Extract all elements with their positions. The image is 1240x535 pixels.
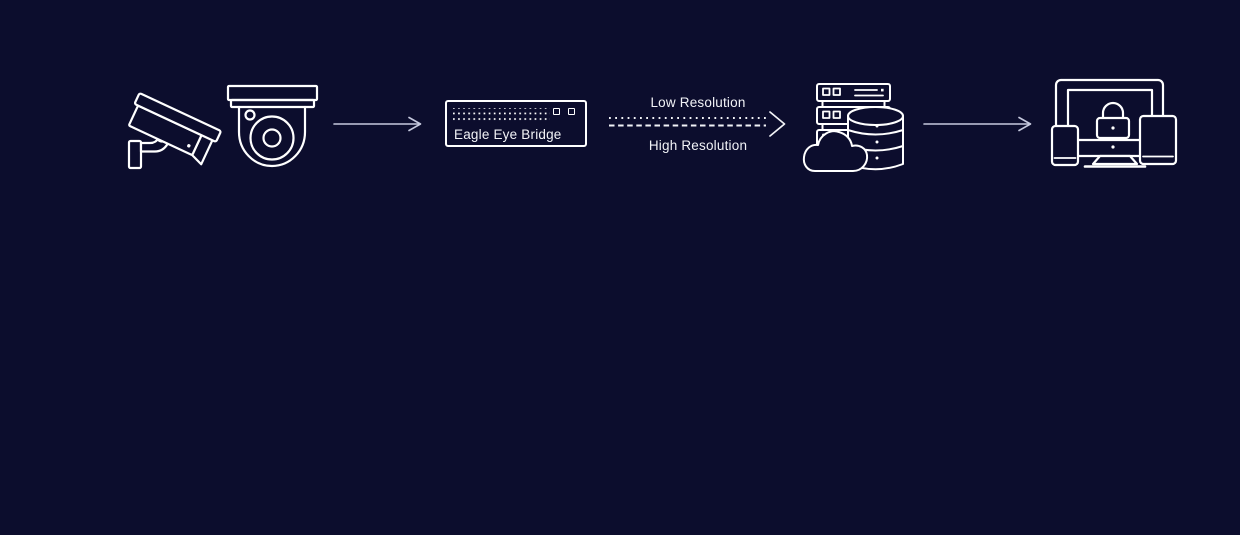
dotted-dashed-arrow — [609, 111, 786, 137]
padlock-icon — [1095, 101, 1131, 140]
monitor-lock-icon — [1054, 78, 1165, 168]
arrow-cameras-to-bridge — [333, 116, 422, 132]
cloud-icon — [802, 130, 869, 172]
client-devices-icon — [1050, 78, 1178, 168]
bridge-port-icon — [553, 108, 560, 115]
bridge-label: Eagle Eye Bridge — [454, 127, 562, 142]
high-resolution-label: High Resolution — [648, 138, 748, 153]
phone-icon — [1050, 124, 1080, 167]
dome-camera-icon — [226, 84, 319, 168]
tablet-icon — [1138, 114, 1178, 166]
low-resolution-label: Low Resolution — [650, 95, 746, 110]
bullet-camera-icon — [127, 92, 222, 170]
cloud-storage-icon — [802, 83, 904, 172]
bridge-port-icon — [568, 108, 575, 115]
eagle-eye-bridge-node: Eagle Eye Bridge — [445, 100, 587, 147]
bridge-to-cloud-connector: Low Resolution High Resolution — [603, 95, 793, 153]
arrow-cloud-to-devices — [923, 116, 1032, 132]
bridge-vent-dots — [453, 108, 550, 122]
